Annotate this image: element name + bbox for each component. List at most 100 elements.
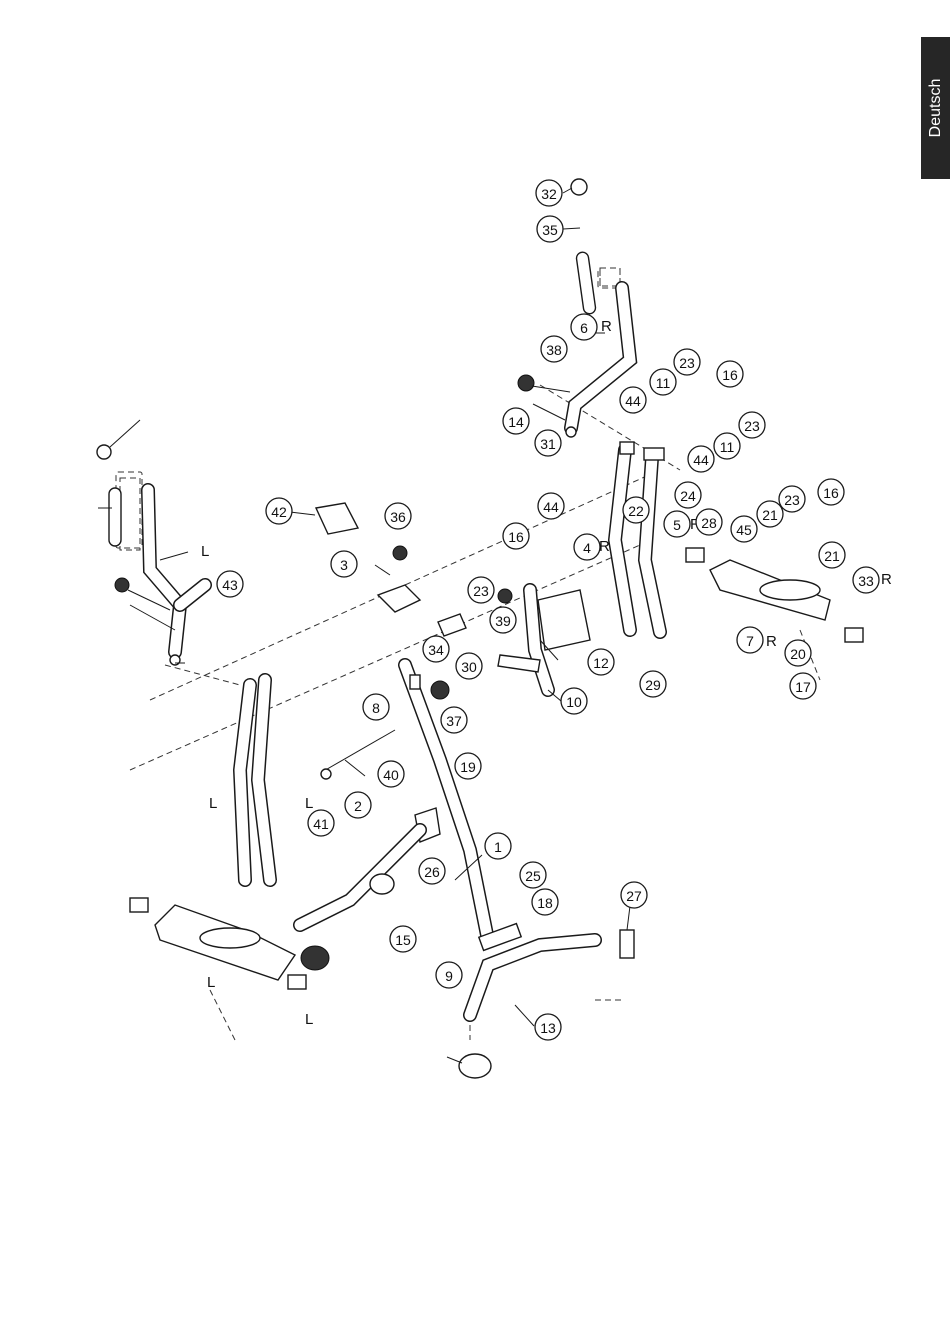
callout-number: 31 [540,436,556,452]
callout-37: 37 [441,707,467,733]
callout-number: 39 [495,613,511,629]
callout-17: 17 [790,673,816,699]
callout-number: 11 [656,375,671,391]
callout-number: 4 [583,540,591,556]
callout-43: 43 [217,571,243,597]
callout-number: 19 [460,759,476,775]
callout-number: 20 [790,646,806,662]
callout-9: 9 [436,962,462,988]
callout-40: 40 [378,761,404,787]
callout-33: 33 [853,567,879,593]
callout-number: 5 [673,517,681,533]
callout-number: 44 [543,499,559,515]
callout-number: 13 [540,1020,556,1036]
callout-35: 35 [537,216,563,242]
callout-number: 23 [679,355,695,371]
callout-number: 40 [383,767,399,783]
callout-8: 8 [363,694,389,720]
callout-11: 11 [650,369,676,395]
callout-24: 24 [675,482,701,508]
callout-16: 16 [818,479,844,505]
callout-number: 21 [762,507,778,523]
callout-23: 23 [739,412,765,438]
callout-34: 34 [423,636,449,662]
right-handlebar [518,179,630,437]
callout-number: 22 [628,503,644,519]
callout-number: 43 [222,577,238,593]
callout-number: 34 [428,642,444,658]
callout-number: 16 [823,485,839,501]
callout-44: 44 [620,387,646,413]
callout-13: 13 [535,1014,561,1040]
callout-number: 1 [494,839,502,855]
callout-number: 24 [680,488,696,504]
side-letter-4r: R [599,538,610,555]
callout-number: 38 [546,342,562,358]
callout-number: 23 [784,492,800,508]
callout-22: 22 [623,497,649,523]
callout-number: 2 [354,798,362,814]
callout-number: 3 [340,557,348,573]
callout-number: 29 [645,677,661,693]
callout-number: 45 [736,522,752,538]
callout-number: 44 [625,393,641,409]
callout-29: 29 [640,671,666,697]
side-letter-6r: R [601,318,612,335]
callout-number: 26 [424,864,440,880]
side-letter-7l: L [207,974,215,991]
callout-number: 8 [372,700,380,716]
callout-41: 41 [308,810,334,836]
callout-number: 6 [580,320,588,336]
callout-16: 16 [503,523,529,549]
callout-16: 16 [717,361,743,387]
callout-21: 21 [757,501,783,527]
side-letter-4l: L [209,795,217,812]
callout-32: 32 [536,180,562,206]
callout-number: 12 [593,655,609,671]
side-letter-33l: L [305,1011,313,1028]
side-letter-7r: R [766,633,777,650]
callout-42: 42 [266,498,292,524]
callout-6: 6 [571,314,597,340]
callout-25: 25 [520,862,546,888]
side-letter-33r: R [881,571,892,588]
callout-number: 23 [473,583,489,599]
callout-21: 21 [819,542,845,568]
callout-14: 14 [503,408,529,434]
callout-28: 28 [696,509,722,535]
seat-assembly [498,589,590,690]
callout-31: 31 [535,430,561,456]
callout-number: 35 [542,222,558,238]
callout-39: 39 [490,607,516,633]
callout-7: 7 [737,627,763,653]
callout-27: 27 [621,882,647,908]
callout-number: 37 [446,713,462,729]
callout-number: 15 [395,932,411,948]
callout-number: 27 [626,888,642,904]
left-pedal [130,898,306,989]
callout-36: 36 [385,503,411,529]
callout-number: 16 [508,529,524,545]
callout-23: 23 [779,486,805,512]
callout-20: 20 [785,640,811,666]
callout-30: 30 [456,653,482,679]
callout-number: 33 [858,573,874,589]
callout-number: 18 [537,895,553,911]
callout-1: 1 [485,833,511,859]
callout-26: 26 [419,858,445,884]
callout-18: 18 [532,889,558,915]
callout-number: 11 [720,439,735,455]
callout-number: 23 [744,418,760,434]
callout-number: 30 [461,659,477,675]
callout-number: 10 [566,694,582,710]
callout-number: 36 [390,509,406,525]
callout-number: 21 [824,548,840,564]
callout-number: 16 [722,367,738,383]
callout-12: 12 [588,649,614,675]
callout-number: 9 [445,968,453,984]
callout-23: 23 [674,349,700,375]
callout-19: 19 [455,753,481,779]
callout-11: 11 [714,433,740,459]
callout-44: 44 [538,493,564,519]
